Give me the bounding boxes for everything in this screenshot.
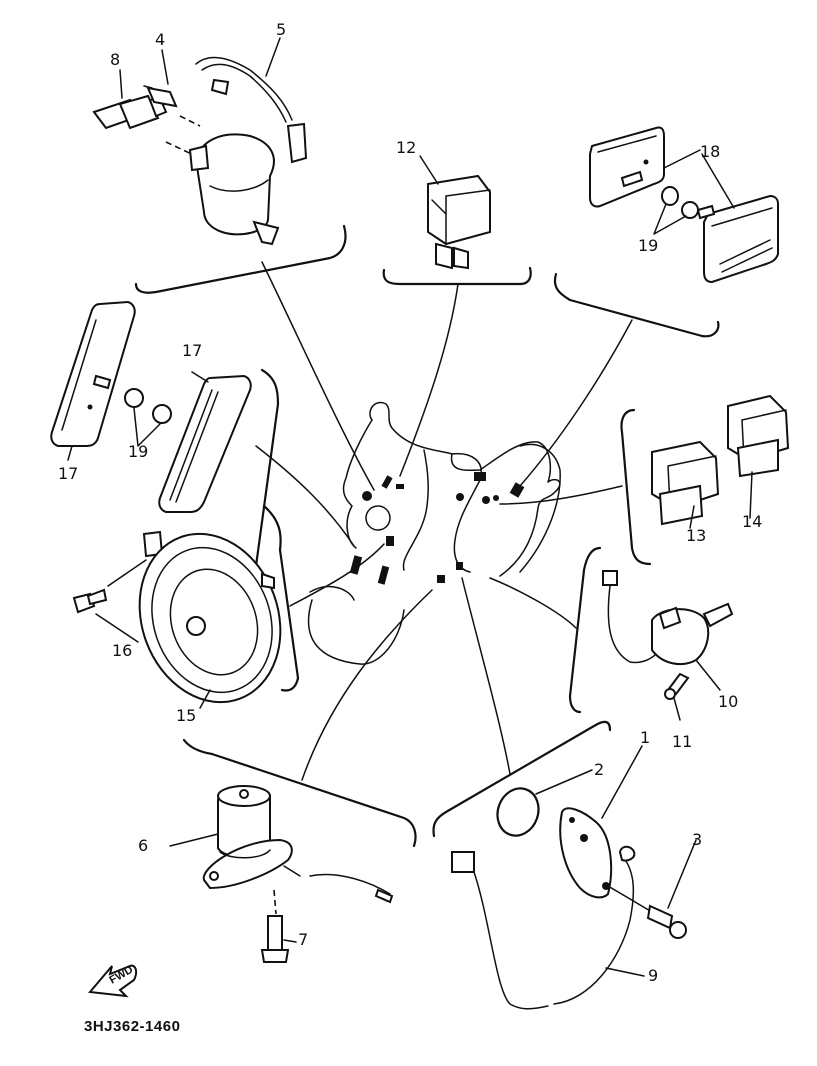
lead-wire-part-9	[451, 845, 636, 1010]
relay-part-14	[727, 394, 790, 478]
housing-unit	[188, 133, 280, 246]
reflector-part-17-center	[158, 374, 252, 513]
relay-part-12	[427, 174, 491, 270]
callout-9: 9	[648, 966, 659, 985]
callout-3: 3	[692, 830, 703, 849]
callout-15: 15	[176, 706, 197, 725]
callout-6: 6	[138, 836, 149, 855]
callout-19-left: 19	[128, 442, 149, 461]
horn-part-15	[138, 530, 282, 704]
sensor-plate-part-1	[559, 807, 613, 899]
callout-7: 7	[298, 930, 309, 949]
vehicle-frame-outline	[307, 401, 561, 665]
switch-part-10	[602, 570, 734, 666]
callout-17-left: 17	[58, 464, 79, 483]
reflector-part-17-left	[50, 300, 136, 447]
callout-16: 16	[112, 641, 133, 660]
callout-19-upper: 19	[638, 236, 659, 255]
callout-13: 13	[686, 526, 707, 545]
relay-part-13	[651, 440, 720, 526]
forward-direction-arrow-icon: FWD	[88, 964, 138, 998]
bolt-part-7	[260, 889, 290, 963]
nut-part-19-upper	[661, 186, 699, 219]
reflector-part-18	[589, 126, 779, 284]
callout-8: 8	[110, 50, 121, 69]
callout-12: 12	[396, 138, 417, 157]
solenoid-part-6	[202, 785, 394, 904]
sender-unit-part-8	[92, 94, 201, 159]
callout-4: 4	[155, 30, 166, 49]
wire-harness-part-5	[195, 56, 308, 164]
thermo-switch-part-4	[143, 85, 201, 127]
group-brackets	[134, 224, 720, 848]
callout-17-center: 17	[182, 341, 203, 360]
drawing-code: 3HJ362-1460	[84, 1018, 181, 1035]
nut-part-19-left	[124, 388, 172, 424]
callout-14: 14	[742, 512, 763, 531]
callout-10: 10	[718, 692, 739, 711]
callout-2: 2	[594, 760, 605, 779]
frame-mount-points	[349, 472, 525, 585]
callout-leaders	[67, 37, 753, 977]
bolt-part-16	[72, 559, 147, 614]
o-ring-part-2	[496, 787, 540, 837]
screw-part-3	[607, 885, 687, 939]
callout-11: 11	[672, 732, 693, 751]
connection-lines	[255, 261, 633, 781]
screw-part-11	[664, 672, 690, 700]
callout-5: 5	[276, 20, 287, 39]
callout-18: 18	[700, 142, 721, 161]
callout-1: 1	[640, 728, 651, 747]
